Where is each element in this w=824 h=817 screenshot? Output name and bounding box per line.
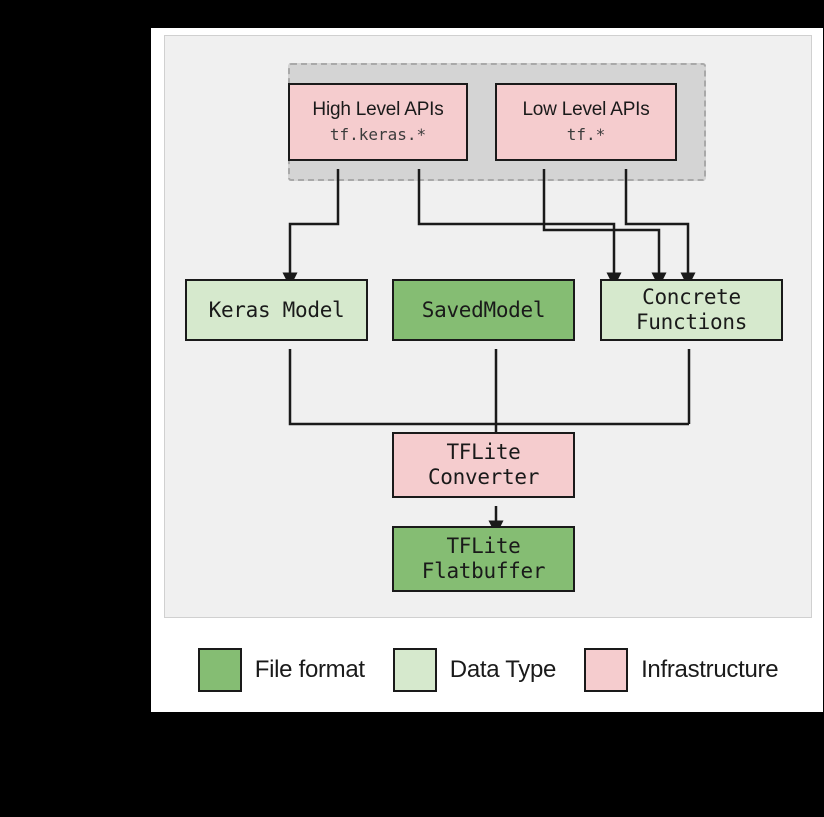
legend-label-data-type: Data Type xyxy=(449,656,557,683)
node-label-line1: TFLite xyxy=(446,440,521,465)
node-low-level-apis[interactable]: Low Level APIs tf.* xyxy=(495,83,677,161)
node-label: SavedModel xyxy=(421,297,546,322)
legend-item-data-type: Data Type xyxy=(392,648,557,692)
node-high-level-apis[interactable]: High Level APIs tf.keras.* xyxy=(288,83,468,161)
legend: File format Data Type Infrastructure xyxy=(164,640,812,700)
node-saved-model[interactable]: SavedModel xyxy=(392,279,575,341)
diagram-card: High Level APIs tf.keras.* Low Level API… xyxy=(151,28,823,712)
node-concrete-functions[interactable]: Concrete Functions xyxy=(600,279,783,341)
edge-high-level-to-savedmodel xyxy=(417,169,622,288)
legend-label-file-format: File format xyxy=(254,656,365,683)
edge-low-level-to-savedmodel xyxy=(542,169,667,288)
node-keras-model[interactable]: Keras Model xyxy=(185,279,368,341)
node-tflite-converter[interactable]: TFLite Converter xyxy=(392,432,575,498)
legend-item-infrastructure: Infrastructure xyxy=(584,648,779,692)
node-tflite-flatbuffer[interactable]: TFLite Flatbuffer xyxy=(392,526,575,592)
node-label: Low Level APIs xyxy=(522,98,650,120)
node-label: High Level APIs xyxy=(312,98,444,120)
edge-keras-to-merge xyxy=(288,349,689,426)
legend-swatch-file-format xyxy=(197,648,242,692)
node-sublabel: tf.keras.* xyxy=(329,125,427,145)
legend-label-infrastructure: Infrastructure xyxy=(641,656,779,683)
legend-swatch-data-type xyxy=(392,648,437,692)
node-label-line2: Converter xyxy=(427,465,540,489)
node-label-line2: Flatbuffer xyxy=(421,559,546,583)
edge-high-level-to-keras xyxy=(282,169,340,288)
legend-swatch-infrastructure xyxy=(584,648,629,692)
node-label-line1: Concrete xyxy=(642,285,741,310)
node-label: Keras Model xyxy=(208,297,345,322)
legend-item-file-format: File format xyxy=(197,648,365,692)
node-sublabel: tf.* xyxy=(566,125,606,145)
edge-low-level-to-concrete xyxy=(624,169,696,288)
node-label-line2: Functions xyxy=(635,310,748,334)
node-label-line1: TFLite xyxy=(446,534,521,559)
